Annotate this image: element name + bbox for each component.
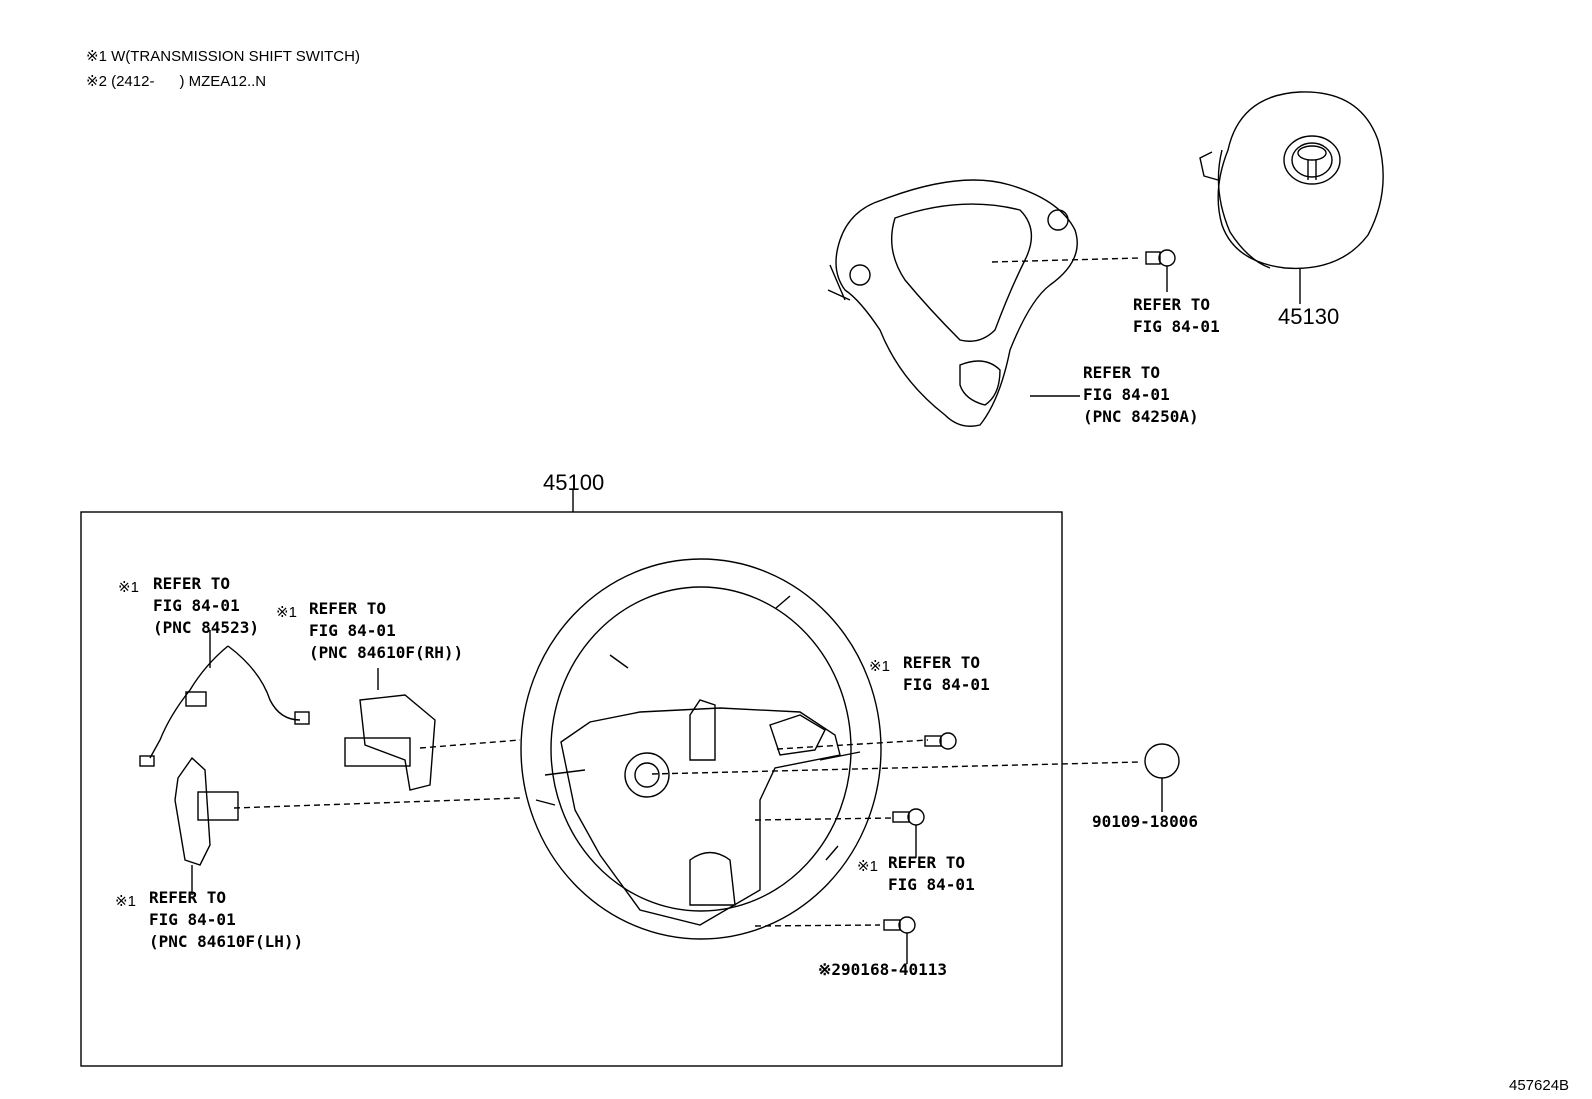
label-cover: REFER TO FIG 84-01 (PNC 84250A) — [1083, 363, 1199, 426]
label-cover-screw: REFER TO FIG 84-01 — [1133, 295, 1220, 336]
screw-upper-drawing — [924, 732, 957, 750]
label-harness: REFER TO FIG 84-01 (PNC 84523) — [153, 574, 259, 637]
note-1: ※1 W(TRANSMISSION SHIFT SWITCH) — [86, 48, 360, 65]
part-number-cap: 90109-18006 — [1092, 812, 1198, 831]
label-switch-rh: REFER TO FIG 84-01 (PNC 84610F(RH)) — [309, 599, 464, 662]
label-screw-lower-mark: ※1 — [857, 858, 878, 875]
connection-lines — [233, 739, 1141, 927]
assembly-frame — [80, 511, 1063, 1067]
switch-lh-drawing — [174, 756, 239, 895]
part-number-bolt: ※290168-40113 — [818, 960, 947, 979]
cover-screw-drawing — [1145, 249, 1176, 292]
figure-reference: 457624B — [1509, 1077, 1570, 1094]
label-screw-upper-mark: ※1 — [869, 658, 890, 675]
airbag-module-drawing — [1199, 91, 1384, 304]
label-screw-lower: REFER TO FIG 84-01 — [888, 853, 975, 894]
bolt-90168-drawing — [883, 916, 916, 964]
switch-rh-drawing — [344, 668, 436, 791]
label-screw-upper: REFER TO FIG 84-01 — [903, 653, 990, 694]
steering-wheel-drawing — [520, 558, 882, 940]
wheel-cover-drawing — [827, 179, 1141, 427]
label-switch-lh: REFER TO FIG 84-01 (PNC 84610F(LH)) — [149, 888, 304, 951]
label-switch-rh-mark: ※1 — [276, 604, 297, 621]
label-harness-mark: ※1 — [118, 579, 139, 596]
screw-lower-drawing — [892, 808, 925, 858]
part-number-wheel-assembly: 45100 — [543, 470, 605, 495]
part-number-airbag: 45130 — [1278, 304, 1340, 329]
wire-harness-drawing — [139, 630, 310, 767]
label-switch-lh-mark: ※1 — [115, 893, 136, 910]
note-2: ※2 (2412- ) MZEA12..N — [86, 73, 267, 90]
cap-drawing — [1144, 743, 1180, 812]
